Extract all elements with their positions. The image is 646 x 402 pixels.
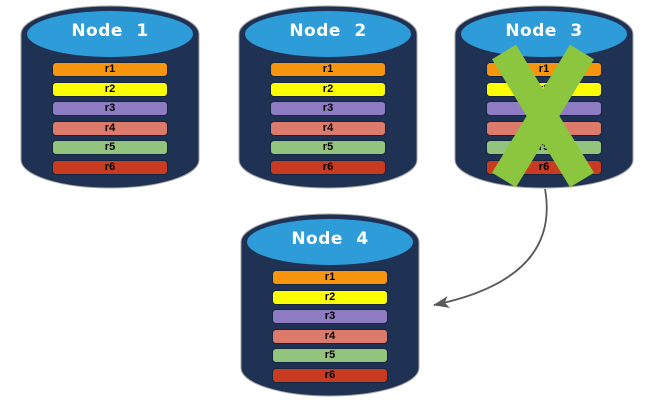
replica-label: r5 — [324, 349, 336, 361]
node-label: Node 2 — [289, 21, 367, 41]
node-label: Node 1 — [71, 21, 149, 41]
replica-bar-r2: r2 — [272, 289, 388, 305]
replica-bar-r5: r5 — [272, 348, 388, 363]
replica-bar-r3: r3 — [272, 309, 388, 324]
replica-label: r3 — [322, 102, 334, 114]
replica-label: r4 — [538, 121, 550, 134]
replica-bar-r1: r1 — [272, 270, 388, 285]
replica-stack: r1 r2 r3 r4 r5 r6 — [486, 62, 602, 175]
replica-label: r3 — [538, 102, 550, 114]
node-3: Node 3 r1 r2 r3 r4 r5 r6 — [454, 4, 634, 190]
replica-bar-r3: r3 — [52, 101, 168, 116]
replica-bar-r6: r6 — [486, 159, 602, 175]
replica-bar-r5: r5 — [270, 140, 386, 155]
replica-label: r3 — [324, 310, 336, 322]
replica-bar-r3: r3 — [486, 101, 602, 116]
replica-bar-r3: r3 — [270, 101, 386, 116]
replica-label: r6 — [324, 368, 336, 381]
replica-label: r2 — [322, 82, 334, 95]
replica-label: r1 — [324, 271, 336, 283]
replica-label: r6 — [538, 160, 550, 173]
replica-label: r5 — [538, 141, 550, 153]
replica-bar-r2: r2 — [486, 81, 602, 97]
replica-bar-r6: r6 — [270, 159, 386, 175]
replica-label: r3 — [104, 102, 116, 114]
arrow-curve — [433, 188, 548, 308]
replica-bar-r1: r1 — [270, 62, 386, 77]
replica-label: r5 — [322, 141, 334, 153]
replica-label: r6 — [322, 160, 334, 173]
replica-bar-r5: r5 — [52, 140, 168, 155]
replica-bar-r2: r2 — [270, 81, 386, 97]
replica-label: r1 — [538, 63, 550, 75]
replica-bar-r4: r4 — [272, 328, 388, 344]
cylinder-top — [247, 219, 413, 265]
node-2: Node 2 r1 r2 r3 r4 r5 r6 — [238, 4, 418, 190]
replica-bar-r4: r4 — [270, 120, 386, 136]
replica-bar-r5: r5 — [486, 140, 602, 155]
replica-bar-r4: r4 — [52, 120, 168, 136]
node-label: Node 3 — [505, 21, 583, 41]
replica-bar-r4: r4 — [486, 120, 602, 136]
replica-bar-r1: r1 — [486, 62, 602, 77]
cylinder-top — [245, 11, 411, 57]
replica-bar-r1: r1 — [52, 62, 168, 77]
replica-bar-r6: r6 — [52, 159, 168, 175]
replica-bar-r2: r2 — [52, 81, 168, 97]
replica-bar-r6: r6 — [272, 367, 388, 383]
replica-stack: r1 r2 r3 r4 r5 r6 — [52, 62, 168, 175]
node-4: Node 4 r1 r2 r3 r4 r5 r6 — [240, 212, 420, 398]
replica-label: r1 — [322, 63, 334, 75]
replica-label: r1 — [104, 63, 116, 75]
node-label: Node 4 — [291, 229, 369, 249]
replica-label: r2 — [104, 82, 116, 95]
replica-stack: r1 r2 r3 r4 r5 r6 — [270, 62, 386, 175]
replica-label: r4 — [322, 121, 334, 134]
replica-label: r4 — [104, 121, 116, 134]
replica-stack: r1 r2 r3 r4 r5 r6 — [272, 270, 388, 383]
replica-label: r2 — [538, 82, 550, 95]
replica-label: r2 — [324, 290, 336, 303]
replica-label: r6 — [104, 160, 116, 173]
replica-label: r4 — [324, 329, 336, 342]
cylinder-top — [27, 11, 193, 57]
node-1: Node 1 r1 r2 r3 r4 r5 r6 — [20, 4, 200, 190]
replica-label: r5 — [104, 141, 116, 153]
